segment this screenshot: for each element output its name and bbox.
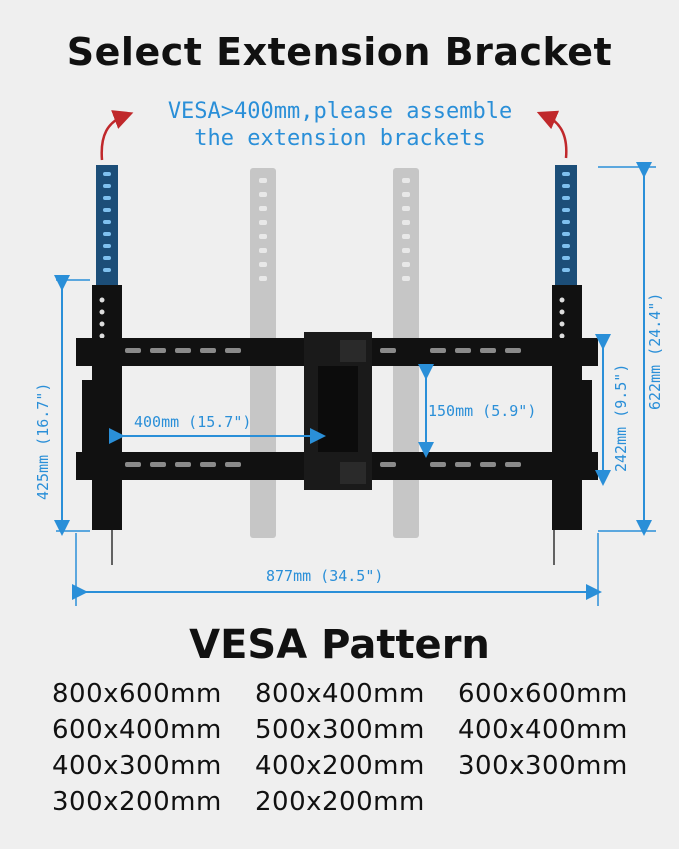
- label-total-width: 877mm (34.5"): [266, 567, 384, 585]
- note-line-1: VESA>400mm,please assemble: [167, 99, 513, 124]
- vesa-item: 300x200mm: [52, 787, 222, 817]
- label-height-left: 425mm (16.7"): [34, 382, 52, 500]
- vesa-item: 200x200mm: [255, 787, 425, 817]
- vesa-item: 400x300mm: [52, 751, 222, 781]
- note-line-2: the extension brackets: [194, 126, 486, 151]
- extension-bracket-right: [555, 165, 577, 285]
- vesa-item: 500x300mm: [255, 715, 425, 745]
- label-height-right: 622mm (24.4"): [646, 292, 664, 410]
- vesa-item: 400x400mm: [458, 715, 628, 745]
- vesa-pattern-title: VESA Pattern: [189, 622, 490, 668]
- label-frame-height: 242mm (9.5"): [612, 363, 630, 472]
- vesa-item: 400x200mm: [255, 751, 425, 781]
- extension-note: VESA>400mm,please assemble the extension…: [100, 98, 580, 152]
- vesa-item: 300x300mm: [458, 751, 628, 781]
- vesa-pattern-list: 800x600mm 800x400mm 600x600mm 600x400mm …: [52, 678, 638, 818]
- vesa-item: 600x400mm: [52, 715, 222, 745]
- right-red-arrow: [536, 110, 568, 159]
- left-red-arrow: [100, 110, 134, 161]
- page-title: Select Extension Bracket: [66, 30, 613, 74]
- vesa-item: 800x600mm: [52, 679, 222, 709]
- label-inner-width: 400mm (15.7"): [134, 413, 252, 431]
- vesa-item: 600x600mm: [458, 679, 628, 709]
- extension-bracket-left: [96, 165, 118, 285]
- label-inner-height: 150mm (5.9"): [428, 402, 537, 420]
- bracket-diagram: [54, 110, 656, 606]
- vesa-item: 800x400mm: [255, 679, 425, 709]
